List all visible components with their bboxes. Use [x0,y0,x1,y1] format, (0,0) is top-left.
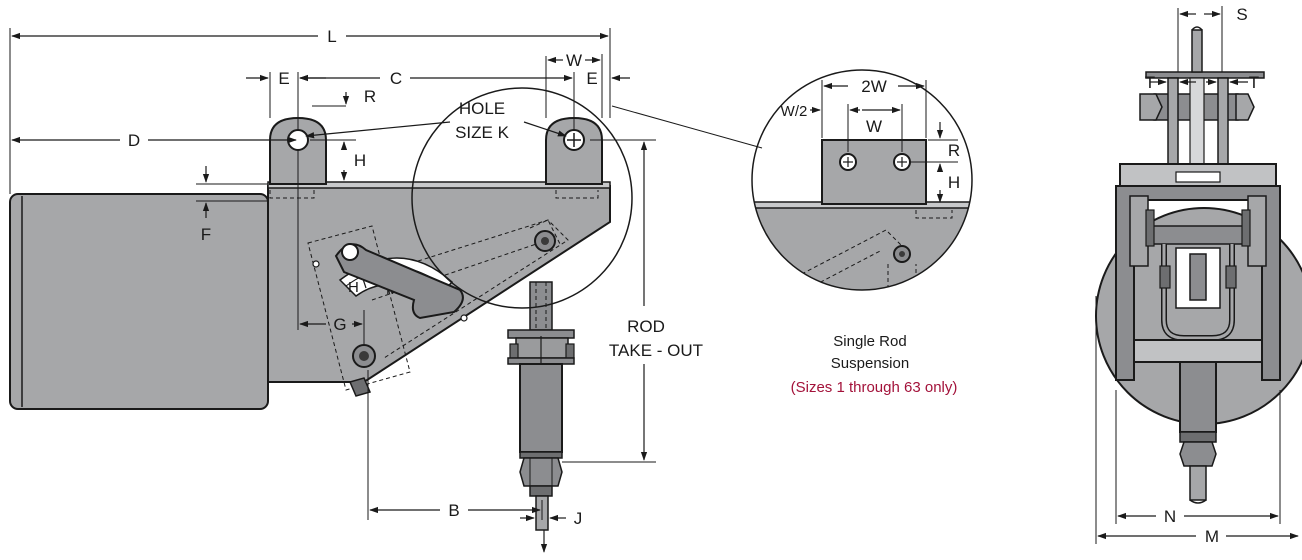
hole-label-line1: HOLE [459,99,505,118]
double-hole-lug [821,139,927,205]
dim-L: L [327,27,336,46]
detail-dim-R: R [948,141,960,160]
end-dim-N: N [1164,507,1176,526]
dim-R: R [364,87,376,106]
detail-view: 2W W/2 W R H Single Rod Suspension (Size… [751,69,973,396]
detail-caption-line2: Suspension [831,355,909,372]
scale-hot-label: H [348,279,359,296]
zoom-callout [411,87,763,309]
detail-caption-line1: Single Rod [833,333,906,350]
rod-takeout-label-line2: TAKE - OUT [609,341,703,360]
dim-C: C [390,69,402,88]
dim-E-left: E [278,69,289,88]
end-dim-T-left: T [1145,73,1155,92]
rod-takeout-label-line1: ROD [627,317,665,336]
detail-dim-2W: 2W [861,77,887,96]
dim-J: J [574,509,583,528]
dim-E-right: E [586,69,597,88]
dim-H: H [354,151,366,170]
end-dim-T-right: T [1249,73,1259,92]
hole-label-line2: SIZE K [455,123,510,142]
rod-assembly [507,281,575,553]
end-dim-S: S [1236,5,1247,24]
detail-dim-H: H [948,173,960,192]
dim-F: F [201,225,211,244]
side-view: H M [9,27,703,553]
dim-G: G [333,315,346,334]
end-view: S T T N M [1095,5,1302,546]
detail-dim-W: W [866,117,882,136]
dim-D: D [128,131,140,150]
end-dim-M: M [1205,527,1219,546]
dim-B: B [448,501,459,520]
dim-W: W [566,51,582,70]
spring-housing [9,193,269,410]
detail-caption-note: (Sizes 1 through 63 only) [791,379,958,396]
detail-dim-W-half: W/2 [781,103,808,120]
